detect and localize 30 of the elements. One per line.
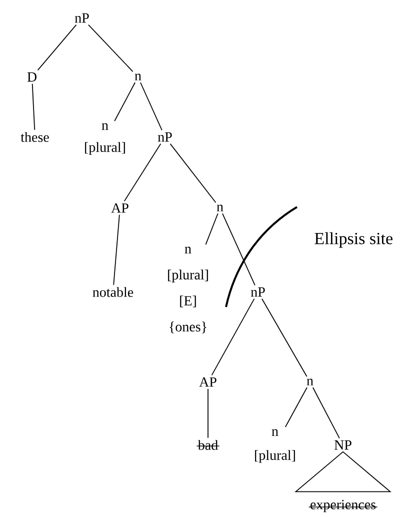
tree-label: AP [111, 203, 128, 213]
branch-line [37, 24, 77, 71]
tree-label: these [20, 132, 49, 142]
branch-line [140, 82, 162, 131]
branch-line [114, 82, 136, 122]
tree-label: D [27, 72, 36, 82]
branch-line [211, 298, 255, 376]
tree-label: nP [158, 132, 172, 142]
branch-line [205, 213, 218, 246]
tree-label: notable [92, 287, 134, 297]
branch-line [32, 83, 36, 130]
branch-line [261, 298, 308, 377]
tree-label: n [plural] [E] {ones} [168, 246, 208, 334]
branch-line [88, 24, 134, 72]
tree-label: NP [334, 440, 352, 450]
branch-line [170, 143, 216, 203]
branch-line [113, 214, 120, 286]
tree-label: n [306, 378, 314, 386]
tree-label: n [plural] [85, 123, 125, 155]
branch-line [312, 387, 340, 439]
branch-line [222, 213, 256, 286]
branch-line [284, 387, 308, 428]
tree-label: nP [74, 13, 89, 23]
annotation: Ellipsis site [314, 232, 392, 248]
tree-label: n [plural] [255, 429, 295, 463]
branch-line [124, 143, 162, 202]
tree-label: AP [199, 377, 216, 387]
tree-label: n [216, 204, 224, 212]
tree-label: n [134, 74, 142, 80]
tree-label: nP [250, 287, 265, 297]
